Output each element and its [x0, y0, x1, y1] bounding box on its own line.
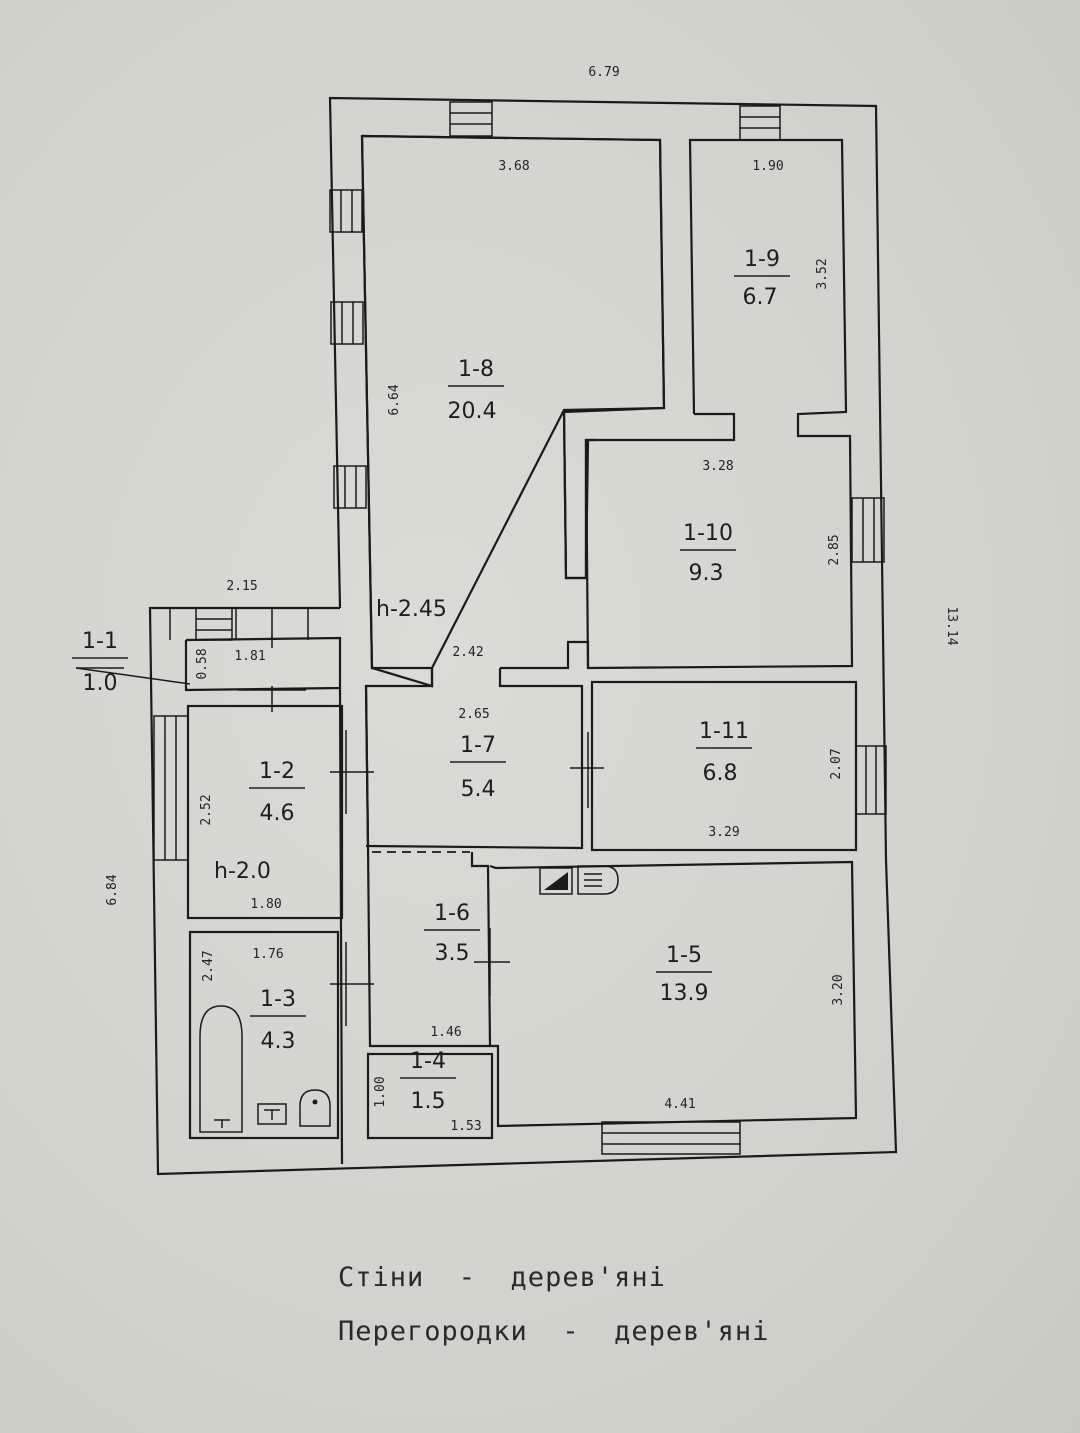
dim-1-1-width: 1.81 — [234, 649, 265, 664]
room-number: 1-7 — [460, 733, 496, 758]
bathtub-icon — [199, 1005, 243, 1133]
room-number: 1-11 — [699, 719, 749, 744]
dim-1-10-width: 3.28 — [702, 459, 733, 474]
dim-1-3-height: 2.47 — [201, 950, 216, 981]
room-label-1-3: 1-3 4.3 — [250, 987, 306, 1054]
window-bottom-1-5 — [601, 1121, 741, 1155]
dimension-labels: 6.79 13.14 6.84 2.15 3.68 6.64 1.90 3.52… — [105, 65, 959, 1134]
dim-1-5-width: 4.41 — [664, 1097, 695, 1112]
dim-1-7-top: 2.42 — [452, 645, 483, 660]
dim-1-3-width: 1.76 — [252, 947, 283, 962]
room-area: 5.4 — [461, 777, 496, 802]
window-left-1 — [329, 189, 363, 233]
room-outline-1-4 — [366, 1052, 494, 1140]
room-number: 1-3 — [260, 987, 296, 1012]
room-number: 1-9 — [744, 247, 780, 272]
window-annex-left — [153, 715, 189, 861]
room-1-1-leader-line — [75, 667, 191, 685]
ceiling-height-main: h-2.45 — [376, 597, 447, 622]
room-number: 1-2 — [259, 759, 295, 784]
room-number: 1-1 — [82, 629, 118, 654]
dim-1-4-width: 1.53 — [450, 1119, 481, 1134]
room-number: 1-6 — [434, 901, 470, 926]
room-label-1-1: 1-1 1.0 — [72, 629, 128, 696]
outer-walls — [148, 96, 898, 1176]
room-label-1-8: 1-8 20.4 — [448, 357, 504, 424]
room-area: 1.0 — [83, 671, 118, 696]
room-area: 9.3 — [689, 561, 724, 586]
room-label-1-11: 1-11 6.8 — [696, 719, 752, 786]
window-left-3 — [333, 465, 367, 509]
stove-icon — [577, 865, 619, 895]
room-number: 1-8 — [458, 357, 494, 382]
fixtures — [199, 865, 619, 1133]
dim-right-overall: 13.14 — [944, 606, 959, 645]
room-outline-1-5 — [470, 852, 858, 1128]
room-number: 1-5 — [666, 943, 702, 968]
room-area: 1.5 — [411, 1089, 446, 1114]
boiler-icon — [539, 867, 573, 895]
room-outline-1-6 — [366, 845, 490, 1048]
dim-1-2-height: 2.52 — [199, 794, 214, 825]
window-right-1-11 — [855, 745, 887, 815]
window-left-2 — [330, 301, 364, 345]
dim-1-7-width: 2.65 — [458, 707, 489, 722]
dim-1-2-width: 1.80 — [250, 897, 281, 912]
room-area: 13.9 — [660, 981, 709, 1006]
room-number: 1-4 — [410, 1049, 446, 1074]
dim-top-annex: 2.15 — [226, 579, 257, 594]
room-labels: 1-1 1.0 1-2 4.6 1-3 4.3 1-4 1.5 1-5 13.9 1-6 3.5 1-7… — [72, 247, 790, 1114]
legend-walls: Стіни - дерев'яні — [338, 1262, 666, 1293]
dim-1-8-width: 3.68 — [498, 159, 529, 174]
room-area: 20.4 — [448, 399, 497, 424]
dim-1-11-width: 3.29 — [708, 825, 739, 840]
room-area: 3.5 — [435, 941, 470, 966]
toilet-icon — [299, 1089, 331, 1127]
window-annex-top — [195, 607, 309, 641]
room-label-1-5: 1-5 13.9 — [656, 943, 712, 1006]
windows — [153, 101, 887, 1155]
dim-1-9-height: 3.52 — [815, 258, 830, 289]
door-marks — [238, 636, 604, 1026]
room-label-1-10: 1-10 9.3 — [680, 521, 736, 586]
dim-left-annex: 6.84 — [105, 874, 120, 905]
room-area: 6.8 — [703, 761, 738, 786]
dim-top-overall: 6.79 — [588, 65, 619, 80]
sink-icon — [257, 1103, 287, 1125]
dim-1-11-height: 2.07 — [829, 748, 844, 779]
window-top-1-9 — [739, 105, 781, 141]
room-label-1-4: 1-4 1.5 — [400, 1049, 456, 1114]
room-number: 1-10 — [683, 521, 733, 546]
ceiling-height-room-1-2: h-2.0 — [214, 859, 271, 884]
room-area: 6.7 — [743, 285, 778, 310]
dim-1-6-width: 1.46 — [430, 1025, 461, 1040]
room-label-1-9: 1-9 6.7 — [734, 247, 790, 310]
window-right-1-10 — [851, 497, 885, 563]
dim-1-1-height: 0.58 — [195, 648, 210, 679]
dim-1-5-height: 3.20 — [831, 974, 846, 1005]
room-label-1-7: 1-7 5.4 — [450, 733, 506, 802]
room-label-1-2: 1-2 4.6 — [249, 759, 305, 826]
room-outline-1-9 — [584, 138, 854, 670]
room-outline-1-3 — [188, 930, 340, 1140]
window-top-1-8 — [449, 101, 493, 137]
room-area: 4.3 — [261, 1029, 296, 1054]
room-area: 4.6 — [260, 801, 295, 826]
dim-1-4-height: 1.00 — [373, 1076, 388, 1107]
room-label-1-6: 1-6 3.5 — [424, 901, 480, 966]
legend-partitions: Перегородки - дерев'яні — [338, 1316, 770, 1347]
dim-1-8-height: 6.64 — [387, 384, 402, 415]
dim-1-9-width: 1.90 — [752, 159, 783, 174]
dim-1-10-height: 2.85 — [827, 534, 842, 565]
